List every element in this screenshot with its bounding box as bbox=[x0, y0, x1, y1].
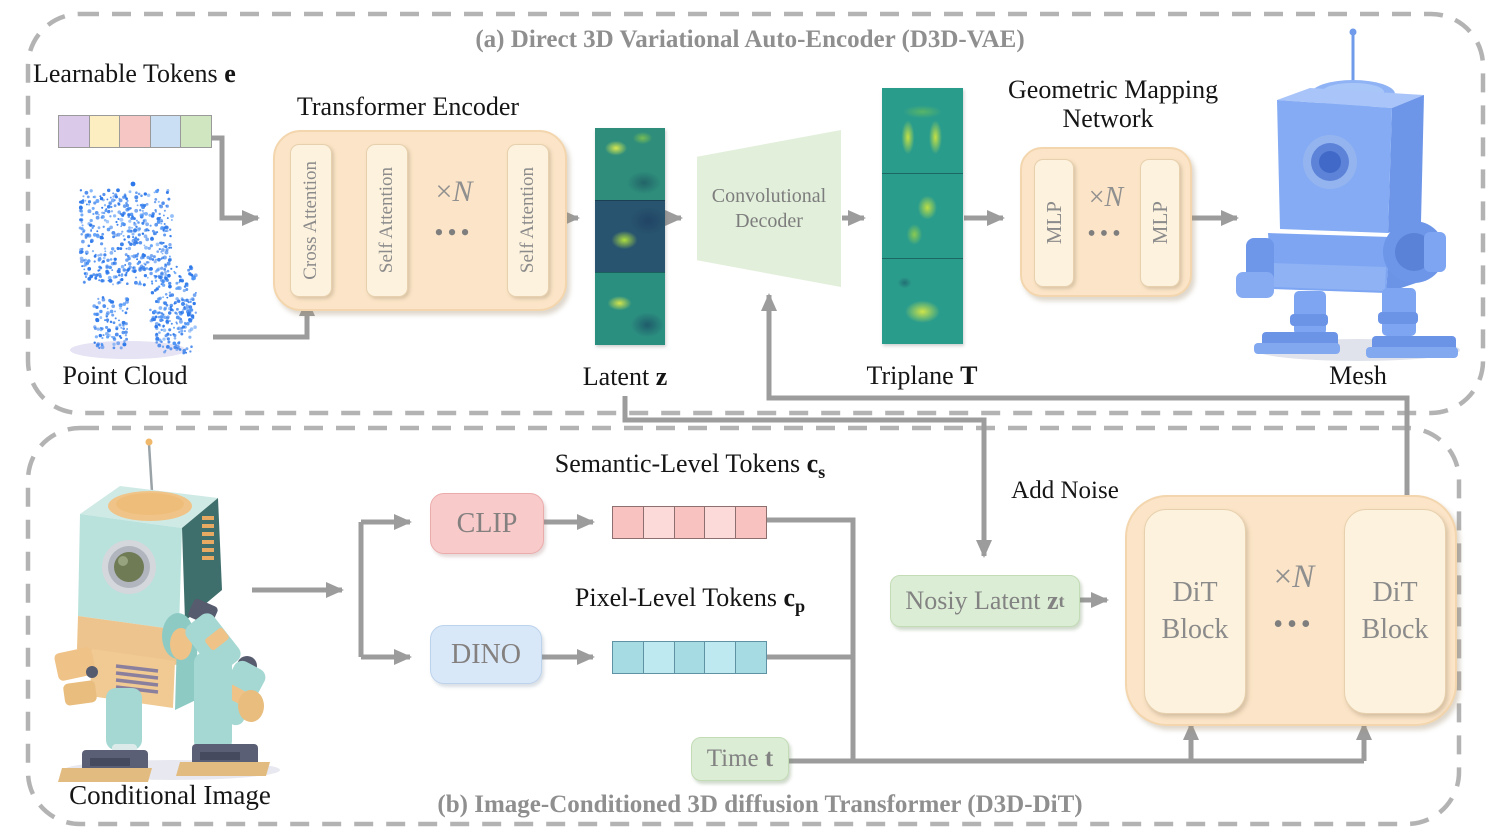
token-cell bbox=[149, 115, 181, 148]
self-attention-label-1: Self Attention bbox=[376, 167, 397, 274]
token-cell bbox=[704, 641, 736, 674]
token-cell bbox=[88, 115, 120, 148]
latent-label: Latent z bbox=[582, 362, 668, 391]
arrow-latent-to-noisy bbox=[622, 396, 992, 558]
conditional-image-label: Conditional Image bbox=[69, 780, 271, 810]
gmn-box: MLP MLP ×N ••• bbox=[1020, 147, 1192, 297]
triplane-label: Triplane T bbox=[866, 361, 978, 390]
self-attention-block-1: Self Attention bbox=[366, 144, 408, 297]
conditional-robot-image bbox=[54, 438, 280, 782]
point-cloud-label: Point Cloud bbox=[62, 361, 188, 390]
arrow-dit-output-to-decoder bbox=[761, 293, 1410, 497]
semantic-tokens-label: Semantic-Level Tokens cs bbox=[554, 449, 826, 483]
cross-attention-block: Cross Attention bbox=[290, 144, 332, 297]
panel-b-caption: (b) Image-Conditioned 3D diffusion Trans… bbox=[437, 791, 1083, 818]
gmn-ellipsis: ••• bbox=[1087, 221, 1125, 247]
panel-a-border bbox=[25, 11, 1486, 416]
learnable-token-row bbox=[58, 115, 212, 148]
token-cell bbox=[119, 115, 150, 148]
mlp-block-1: MLP bbox=[1034, 159, 1074, 287]
token-cell bbox=[180, 115, 212, 148]
pixel-token-row bbox=[612, 641, 767, 674]
panel-a-caption: (a) Direct 3D Variational Auto-Encoder (… bbox=[475, 26, 1025, 53]
transformer-encoder-title: Transformer Encoder bbox=[296, 92, 520, 121]
panel-b-border bbox=[25, 425, 1462, 827]
time-box: Time t bbox=[691, 737, 789, 781]
arrow-tokens-to-encoder bbox=[212, 135, 260, 226]
mlp-block-2: MLP bbox=[1140, 159, 1180, 287]
wire-semantic-tokens-down bbox=[767, 517, 856, 761]
mlp-label-1: MLP bbox=[1041, 201, 1066, 245]
token-cell bbox=[642, 641, 674, 674]
self-attention-label-2: Self Attention bbox=[517, 167, 538, 274]
dit-ellipsis: ••• bbox=[1273, 609, 1315, 640]
token-cell bbox=[673, 641, 705, 674]
point-cloud-image bbox=[70, 181, 198, 359]
learnable-tokens-label: Learnable Tokens e bbox=[33, 59, 236, 88]
token-cell bbox=[642, 506, 674, 539]
clip-encoder-box: CLIP bbox=[430, 493, 544, 554]
self-attention-block-2: Self Attention bbox=[507, 144, 549, 297]
encoder-ellipsis: ••• bbox=[434, 218, 474, 247]
token-cell bbox=[612, 641, 643, 674]
latent-heatmap bbox=[595, 128, 665, 345]
triplane-heatmap bbox=[882, 88, 963, 344]
token-cell bbox=[735, 506, 767, 539]
mlp-label-2: MLP bbox=[1147, 201, 1172, 245]
encoder-repeat-label: ×N bbox=[435, 175, 473, 208]
arrow-pointcloud-to-crossattention bbox=[213, 298, 315, 340]
mesh-image bbox=[1236, 28, 1460, 361]
token-cell bbox=[612, 506, 643, 539]
token-cell bbox=[735, 641, 767, 674]
pixel-tokens-label: Pixel-Level Tokens cp bbox=[574, 583, 806, 617]
gmn-repeat-label: ×N bbox=[1088, 182, 1124, 213]
cross-attention-label: Cross Attention bbox=[300, 161, 321, 280]
add-noise-label: Add Noise bbox=[1011, 477, 1119, 504]
dino-encoder-box: DINO bbox=[430, 625, 542, 684]
dit-repeat-label: ×N bbox=[1273, 559, 1315, 595]
token-cell bbox=[673, 506, 705, 539]
mesh-label: Mesh bbox=[1329, 361, 1387, 390]
token-cell bbox=[58, 115, 89, 148]
token-cell bbox=[704, 506, 736, 539]
transformer-encoder-box: Cross Attention Self Attention Self Atte… bbox=[273, 130, 567, 311]
semantic-token-row bbox=[612, 506, 767, 539]
